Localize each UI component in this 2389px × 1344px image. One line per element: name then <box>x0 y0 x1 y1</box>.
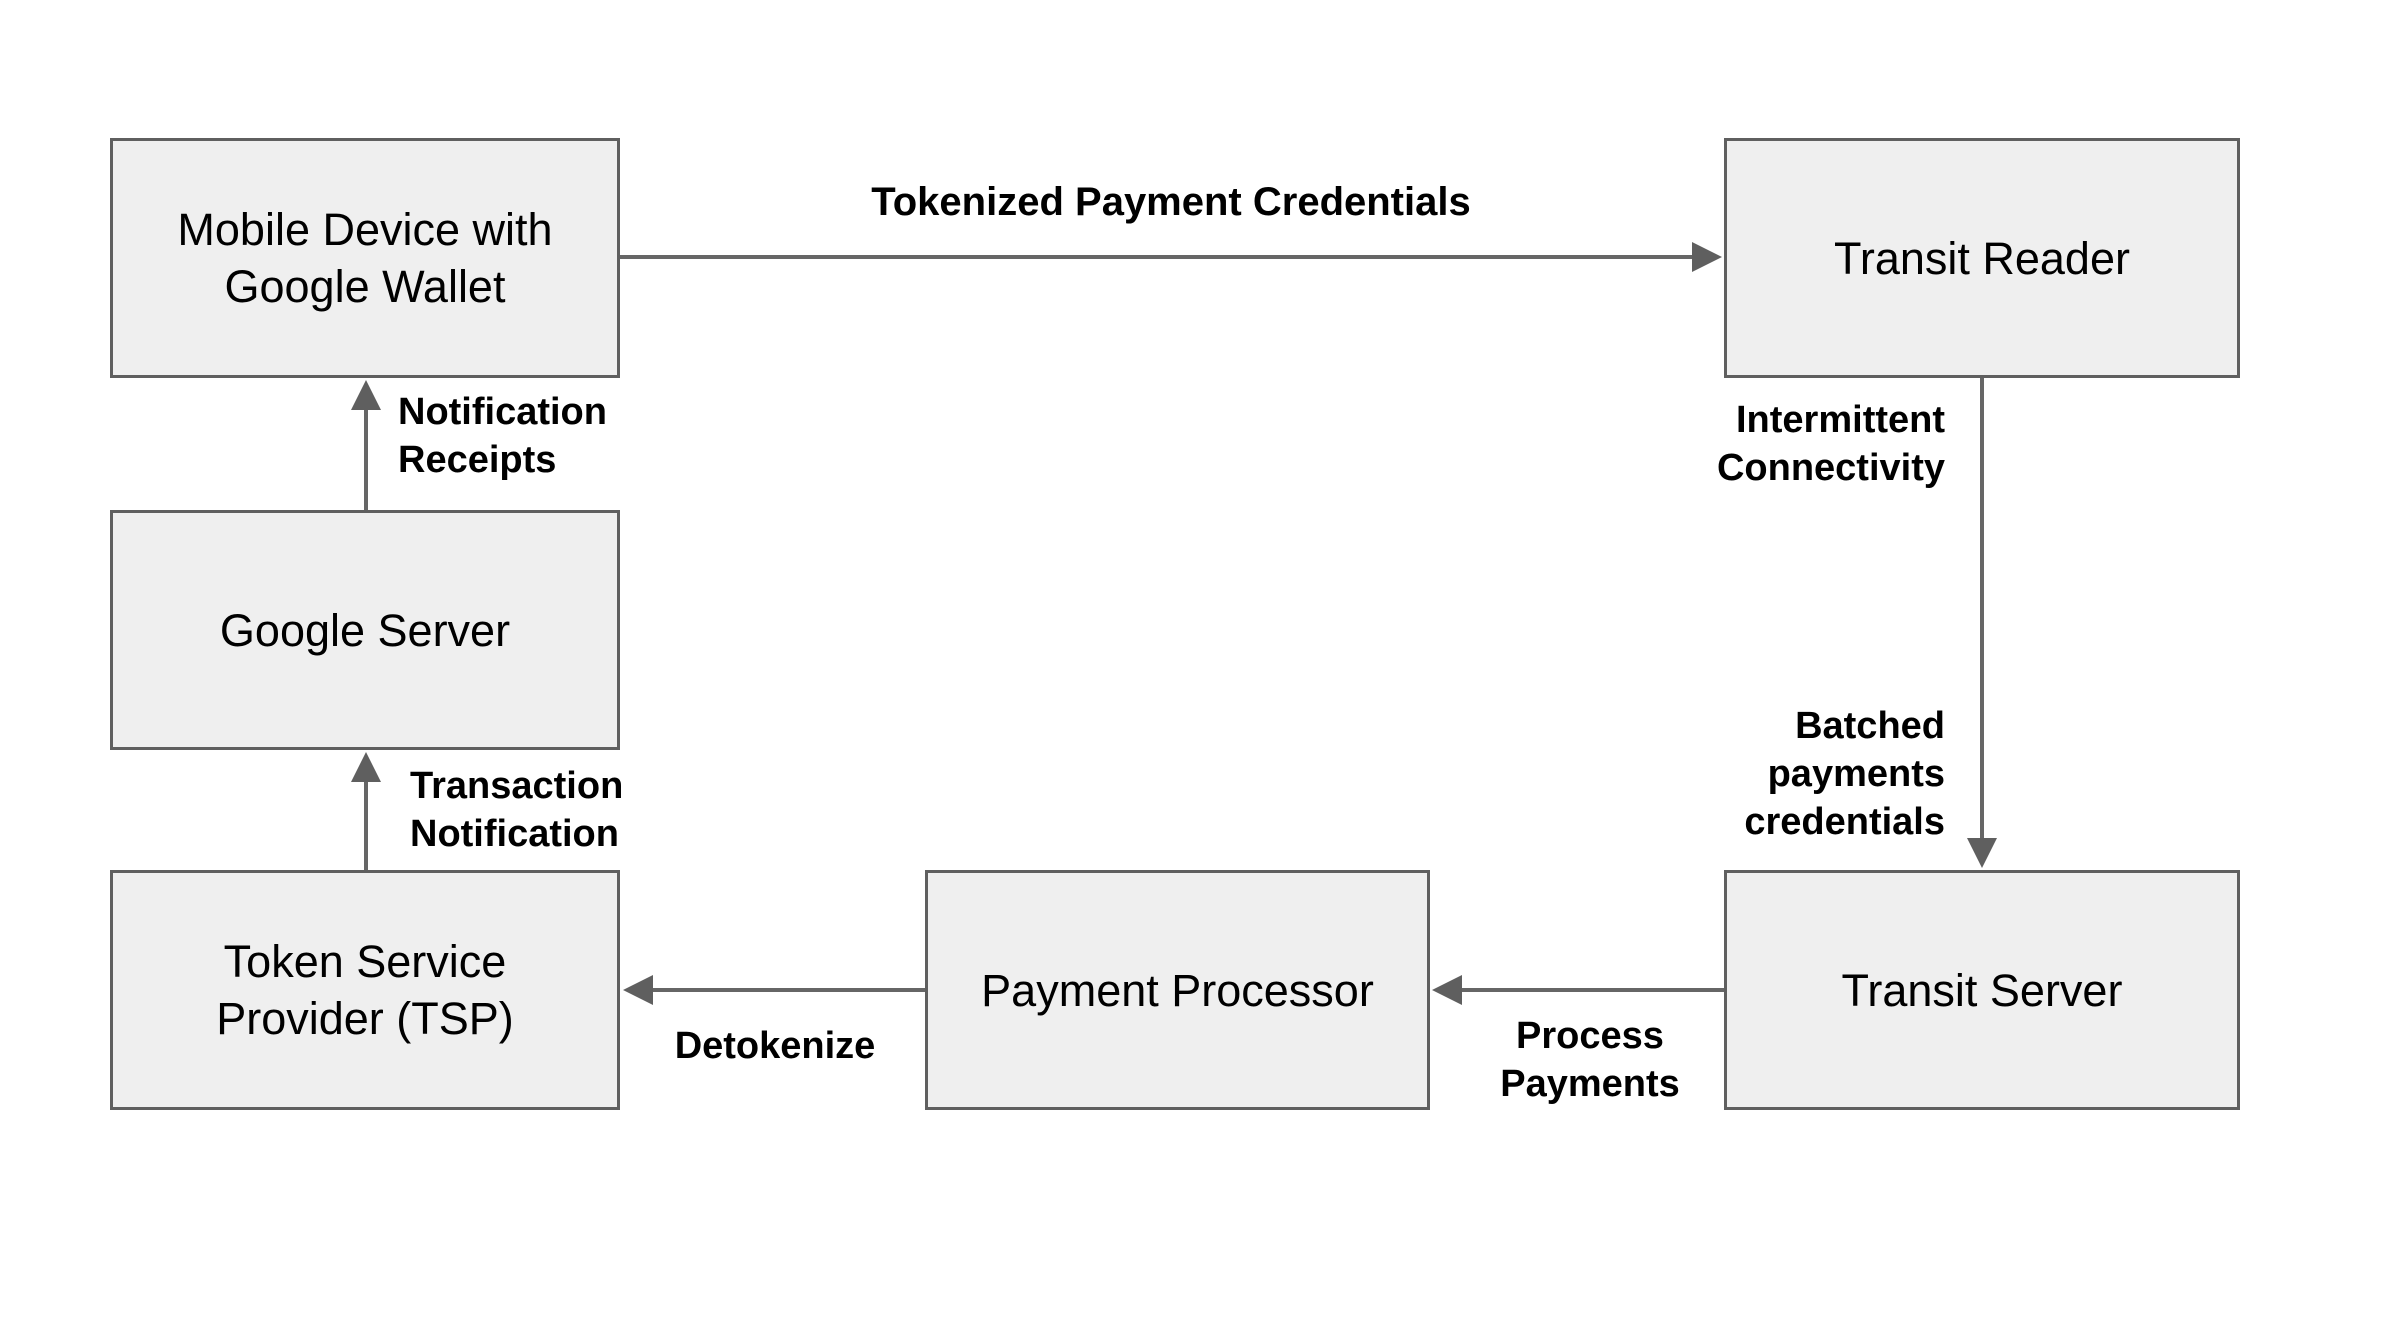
arrow-receipts-head <box>351 380 381 410</box>
edge-label-process-payments: Process Payments <box>1500 1015 1680 1105</box>
node-google-server: Google Server <box>110 510 620 750</box>
edge-label-notification-receipts: Notification Receipts <box>398 391 607 481</box>
arrow-detokenize-head <box>623 975 653 1005</box>
edge-label-detokenize: Detokenize <box>674 1025 876 1067</box>
node-transit-reader: Transit Reader <box>1724 138 2240 378</box>
node-token-service-provider: Token Service Provider (TSP) <box>110 870 620 1110</box>
arrow-batched-head <box>1967 838 1997 868</box>
edge-label-transaction-notification: Transaction Notification <box>410 765 624 855</box>
edge-label-tokenized-payment-credentials: Tokenized Payment Credentials <box>871 180 1471 224</box>
node-payment-processor: Payment Processor <box>925 870 1430 1110</box>
edge-label-intermittent-connectivity: Intermittent Connectivity <box>1716 399 1945 489</box>
node-mobile-device-google-wallet: Mobile Device with Google Wallet <box>110 138 620 378</box>
arrow-tokenized-head <box>1692 242 1722 272</box>
arrow-transaction-head <box>351 752 381 782</box>
edge-label-batched-payments-credentials: Batched payments credentials <box>1744 705 1945 843</box>
node-transit-server: Transit Server <box>1724 870 2240 1110</box>
arrow-process-head <box>1432 975 1462 1005</box>
